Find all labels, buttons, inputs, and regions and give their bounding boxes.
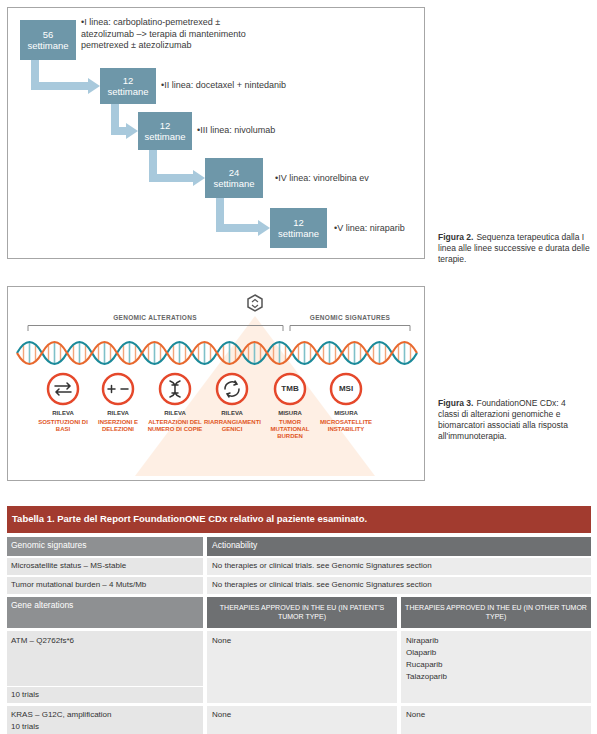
sequence-arrow (153, 150, 195, 178)
table-cell: No therapies or clinical trials. see Gen… (212, 580, 587, 590)
assay-text: SOSTITUZIONI DI BASI (35, 419, 91, 433)
assay-text: INSERZIONI E DELEZIONI (90, 419, 146, 433)
circle-outline (217, 374, 247, 404)
table-cell: THERAPIES APPROVED IN THE EU (IN OTHER T… (404, 603, 588, 621)
assay-circle: MSI MISURA MICROSATELLITE INSTABILITY (318, 372, 374, 433)
figure-frame (8, 287, 425, 481)
dna-helix (17, 342, 417, 364)
bracket (28, 326, 283, 332)
figure-caption: Figura 2.Sequenza terapeutica dalla I li… (438, 232, 590, 265)
assay-icon (225, 381, 239, 397)
duration-text: 12 settimane (102, 75, 154, 97)
assay-text: MISURA (318, 409, 374, 417)
table-cell: None (212, 710, 392, 720)
therapy-text: •V linea: niraparib (334, 223, 422, 235)
assay-text: ALTERAZIONI DEL NUMERO DI COPIE (147, 419, 203, 433)
table-cell: 10 trials (11, 690, 201, 700)
circle-outline (103, 374, 133, 404)
duration-box: 24 settimane (205, 158, 263, 198)
table-cell: Talazoparib (406, 672, 586, 682)
logo-icon (248, 295, 262, 311)
assay-icon (55, 383, 71, 395)
table-cell: Microsatellite status – MS-stable (11, 561, 203, 571)
sequence-arrow (115, 104, 128, 131)
assay-text: MSI (318, 372, 374, 406)
assay-text: TUMOR MUTATIONAL BURDEN (262, 419, 318, 440)
circle-outline (160, 374, 190, 404)
caption-text: Figura 3. (438, 398, 473, 408)
table-cell: No therapies or clinical trials. see Gen… (212, 561, 587, 571)
duration-text: 12 settimane (140, 120, 190, 142)
table-cell: Tumor mutational burden – 4 Muts/Mb (11, 580, 203, 590)
therapy-text: •I linea: carboplatino-pemetrexed ± atez… (81, 17, 253, 52)
group-label: GENOMIC SIGNATURES (290, 314, 410, 321)
therapy-text: •II linea: docetaxel + nintedanib (161, 80, 361, 92)
assay-text: RILEVA (90, 409, 146, 417)
table-cell: 10 trials (11, 722, 201, 732)
bracket (290, 326, 410, 332)
figure-frame (8, 8, 425, 259)
assay-text: RILEVA (35, 409, 91, 417)
circle-outline (48, 374, 78, 404)
table-cell: THERAPIES APPROVED IN THE EU (IN PATIENT… (210, 603, 394, 621)
therapy-text: •IV linea: vinorelbina ev (275, 173, 415, 185)
table-cell: KRAS – G12C, amplification (11, 710, 201, 720)
circle-outline (90, 372, 146, 406)
assay-circle: RILEVA SOSTITUZIONI DI BASI (35, 372, 91, 433)
assay-icon (170, 381, 180, 397)
table-background (7, 506, 591, 734)
assay-text: RIARRANGIAMENTI GENICI (204, 419, 260, 433)
table-cell: Genomic signatures (11, 540, 201, 550)
table-cell: Olaparib (406, 648, 586, 658)
duration-text: 56 settimane (22, 29, 74, 51)
table-cell: Tabella 1. Parte del Report FoundationON… (12, 513, 587, 524)
table-cell: Gene alterations (11, 600, 201, 610)
group-label: GENOMIC ALTERATIONS (60, 314, 250, 321)
caption-text: Figura 2. (438, 232, 473, 242)
assay-text: RILEVA (147, 409, 203, 417)
duration-text: 24 settimane (207, 167, 261, 189)
duration-text: 12 settimane (272, 217, 325, 239)
assay-icon (108, 386, 128, 393)
sequence-arrow (35, 60, 90, 86)
assay-circle: RILEVA INSERZIONI E DELEZIONI (90, 372, 146, 433)
table-cell: Actionability (212, 540, 582, 550)
table-cell: ATM – Q2762fs*6 (11, 636, 201, 646)
therapy-text: •III linea: nivolumab (197, 125, 377, 137)
duration-box: 56 settimane (20, 20, 76, 60)
assay-text: TMB (262, 372, 318, 406)
sequence-arrow (220, 198, 260, 228)
circle-outline (147, 372, 203, 406)
duration-box: 12 settimane (100, 68, 156, 104)
table-cell: Rucaparib (406, 660, 586, 670)
table-cell: Niraparib (406, 636, 586, 646)
assay-circle: RILEVA ALTERAZIONI DEL NUMERO DI COPIE (147, 372, 203, 433)
logo-glow (135, 316, 375, 476)
duration-box: 12 settimane (138, 112, 192, 150)
assay-text: MICROSATELLITE INSTABILITY (318, 419, 374, 433)
assay-circle: RILEVA RIARRANGIAMENTI GENICI (204, 372, 260, 433)
assay-text: MISURA (262, 409, 318, 417)
assay-text: RILEVA (204, 409, 260, 417)
assay-circle: TMB MISURA TUMOR MUTATIONAL BURDEN (262, 372, 318, 440)
circle-outline (35, 372, 91, 406)
table-cell: None (406, 710, 586, 720)
table-cell: None (212, 636, 392, 646)
figure-caption: Figura 3.FoundationONE CDx: 4 classi di … (438, 398, 588, 442)
duration-box: 12 settimane (270, 208, 327, 248)
circle-outline (204, 372, 260, 406)
